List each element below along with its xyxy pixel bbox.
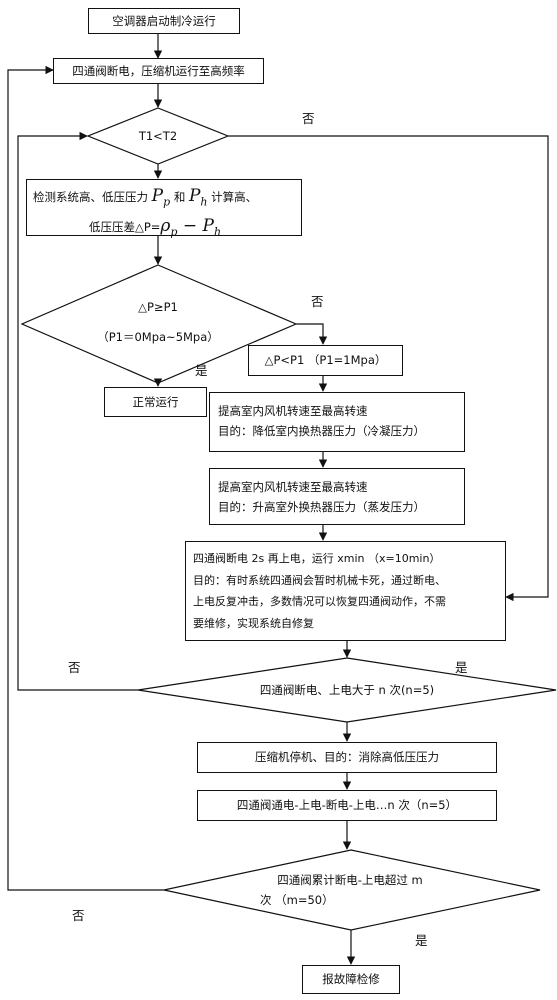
label-d1-no: 否 <box>302 111 315 126</box>
label-d3-yes: 是 <box>455 660 468 675</box>
start-box: 空调器启动制冷运行 <box>88 8 240 34</box>
fan2-box: 提高室内风机转速至最高转速 目的：升高室外换热器压力（蒸发压力） <box>209 468 465 525</box>
detect-line1-text-a: 检测系统高、低压压力 <box>33 190 148 204</box>
label-d4-yes: 是 <box>415 933 428 948</box>
loop-d4-no-to-step1 <box>7 65 164 891</box>
step1-box: 四通阀断电，压缩机运行至高频率 <box>53 58 264 84</box>
cycle-text: 四通阀通电-上电-断电-上电…n 次（n=5） <box>236 798 458 812</box>
cycle-box: 四通阀通电-上电-断电-上电…n 次（n=5） <box>197 790 497 821</box>
arrow-d2-no-to-lowdp <box>296 323 328 345</box>
detect-line2-text: 低压压差△P= <box>89 220 161 235</box>
decision-d3-text: 四通阀断电、上电大于 n 次(n=5) <box>259 683 435 697</box>
symbol-rho: ρp <box>160 216 178 239</box>
stop-box: 压缩机停机、目的：消除高低压压力 <box>197 742 497 773</box>
loop-d1-no-to-valve <box>228 135 549 602</box>
fan1-box: 提高室内风机转速至最高转速 目的：降低室内换热器压力（冷凝压力） <box>209 392 465 452</box>
detect-line1: 检测系统高、低压压力 Pp 和 Ph 计算高、 <box>33 184 295 214</box>
report-box: 报故障检修 <box>302 965 400 994</box>
lowdp-box: △P<P1 （P1=1Mpa） <box>248 345 403 376</box>
decision-d4-text: 四通阀累计断电-上电超过 m 次 （m=50） <box>250 870 450 910</box>
decision-d2-text: △P≥P1 （P1＝0Mpa~5Mpa） <box>68 298 248 346</box>
valve-line-3: 上电反复冲击，多数情况可以恢复四通阀动作，不需 <box>193 595 446 608</box>
report-text: 报故障检修 <box>322 972 380 986</box>
valve-line-1: 四通阀断电 2s 再上电，运行 xmin （x=10min） <box>193 552 441 565</box>
decision-d2-line2: （P1＝0Mpa~5Mpa） <box>97 330 219 344</box>
symbol-pp: Pp <box>151 186 171 209</box>
label-d3-no: 否 <box>68 660 81 675</box>
symbol-minus: − <box>177 216 203 237</box>
detect-and-text: 和 <box>173 190 186 204</box>
detect-line2: 低压压差△P=ρp − Ph <box>33 214 295 244</box>
decision-d4-line1: 四通阀累计断电-上电超过 m <box>277 873 423 887</box>
normal-box: 正常运行 <box>104 387 207 417</box>
fan2-line1: 提高室内风机转速至最高转速 <box>218 480 368 494</box>
symbol-ph2: Ph <box>202 216 222 239</box>
step1-text: 四通阀断电，压缩机运行至高频率 <box>72 63 245 78</box>
valve-line-2: 目的：有时系统四通阀会暂时机械卡死，通过断电、 <box>193 573 446 587</box>
stop-text: 压缩机停机、目的：消除高低压压力 <box>255 750 439 764</box>
lowdp-text: △P<P1 （P1=1Mpa） <box>264 353 387 367</box>
decision-d1-text: T1<T2 <box>138 129 178 143</box>
fan1-line1: 提高室内风机转速至最高转速 <box>218 404 368 418</box>
detect-line1-text-b: 计算高、 <box>211 190 258 204</box>
valve-line-4: 要维修，实现系统自修复 <box>193 616 314 630</box>
decision-d4-line2: 次 （m=50） <box>260 893 334 907</box>
fan2-line2: 目的：升高室外换热器压力（蒸发压力） <box>218 500 425 514</box>
detect-box: 检测系统高、低压压力 Pp 和 Ph 计算高、 低压压差△P=ρp − Ph <box>26 179 302 239</box>
valve-box: 四通阀断电 2s 再上电，运行 xmin （x=10min） 目的：有时系统四通… <box>185 541 506 641</box>
decision-d2-line1: △P≥P1 <box>138 300 178 314</box>
start-text: 空调器启动制冷运行 <box>112 13 216 28</box>
label-d2-no: 否 <box>311 294 324 309</box>
fan1-line2: 目的：降低室内换热器压力（冷凝压力） <box>218 424 425 438</box>
normal-text: 正常运行 <box>132 394 179 409</box>
symbol-ph: Ph <box>188 186 208 209</box>
label-d2-yes: 是 <box>195 363 208 378</box>
label-d4-no: 否 <box>72 908 85 923</box>
loop-d3-no-to-d1 <box>17 131 138 691</box>
